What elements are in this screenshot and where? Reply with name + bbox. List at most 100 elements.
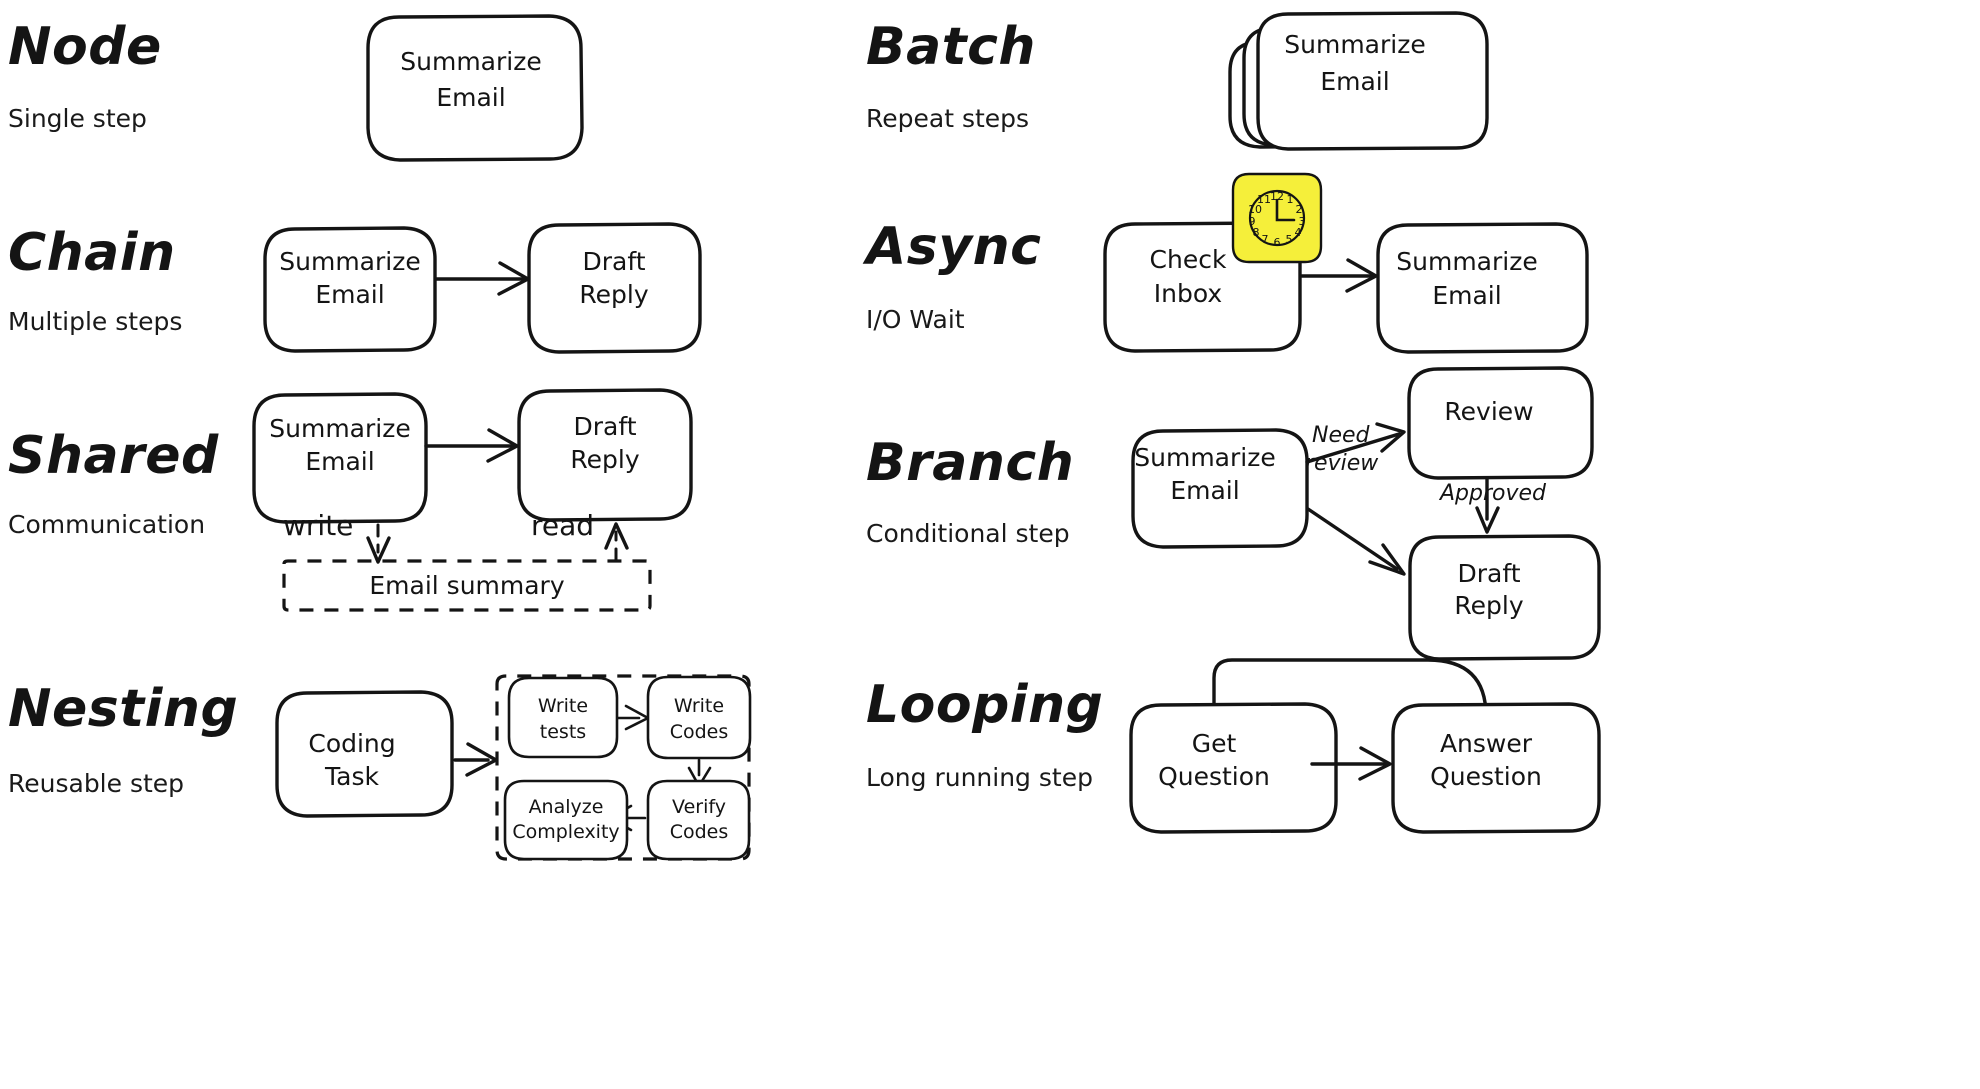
nesting-inner-write-tests[interactable]: Write tests [507,676,619,759]
clock-num-11: 11 [1257,193,1271,206]
shared-write-label: write [283,509,353,542]
clock-num-8: 8 [1253,226,1260,239]
section-title-shared: Shared [8,426,219,486]
section-title-async: Async [862,217,1041,277]
section-title-chain: Chain [8,223,176,283]
section-subtitle-chain: Multiple steps [8,307,182,336]
looping-node-answer-question[interactable]: Answer Question [1391,702,1601,834]
async-node1-line1: Check [1150,245,1227,274]
nesting-inner-arrow-1 [616,704,650,731]
branch-node-draft-reply[interactable]: Draft Reply [1408,534,1601,661]
nesting-flow-container: Write tests Write Codes Verify Codes [495,674,752,861]
chain-node1-line1: Summarize [279,247,420,276]
shared-store-label: Email summary [369,571,564,600]
branch-edge-approved: Approved [1438,477,1547,534]
looping-arrow [1310,746,1392,781]
nesting-node-line2: Task [324,762,379,791]
branch-node-summarize-email[interactable]: Summarize Email [1131,428,1309,549]
section-title-looping: Looping [866,675,1103,735]
clock-num-1: 1 [1287,193,1294,206]
async-node-summarize-email[interactable]: Summarize Email [1376,222,1589,354]
shared-arrow [424,428,519,463]
chain-node-draft-reply[interactable]: Draft Reply [527,222,702,354]
nesting-inner-analyze-complexity[interactable]: Analyze Complexity [503,779,629,861]
looping-node-get-question[interactable]: Get Question [1129,702,1338,834]
node-label-line1: Summarize [400,47,541,76]
clock-num-4: 4 [1295,226,1302,239]
section-subtitle-branch: Conditional step [866,519,1070,548]
branch-node1-line2: Email [1170,476,1239,505]
branch-node3-line1: Draft [1457,559,1520,588]
section-batch: Batch Repeat steps Summarize Email [866,11,1489,151]
node-box-summarize-email[interactable]: Summarize Email [366,14,584,162]
async-node2-line1: Summarize [1396,247,1537,276]
inner4-line1: Analyze [529,796,604,818]
section-title-batch: Batch [866,17,1036,77]
nesting-inner-write-codes[interactable]: Write Codes [646,675,752,760]
clock-icon: 12 1 2 3 4 5 6 7 8 9 10 11 [1231,172,1323,264]
batch-label-line1: Summarize [1284,30,1425,59]
chain-node2-line1: Draft [582,247,645,276]
shared-read-edge: read [531,509,629,562]
clock-num-5: 5 [1286,233,1293,246]
section-title-node: Node [8,17,162,77]
section-title-nesting: Nesting [8,679,238,739]
section-async: Async I/O Wait Check Inbox 12 1 2 3 4 5 … [862,172,1589,354]
chain-arrow [434,261,530,296]
batch-label-line2: Email [1320,67,1389,96]
node-label-line2: Email [436,83,505,112]
branch-edge-need-review: Need review [1305,422,1406,476]
branch-node-review[interactable]: Review [1407,366,1594,480]
async-node1-line2: Inbox [1154,279,1222,308]
shared-store-email-summary[interactable]: Email summary [282,559,652,612]
clock-num-9: 9 [1249,215,1256,228]
clock-num-12: 12 [1270,190,1284,203]
section-looping: Looping Long running step Get Question A… [866,658,1601,834]
section-nesting: Nesting Reusable step Coding Task Write … [8,674,752,861]
batch-stack[interactable]: Summarize Email [1228,11,1489,151]
branch-node2-line1: Review [1444,397,1533,426]
branch-label-review: review [1305,451,1379,476]
inner4-line2: Complexity [512,821,619,843]
looping-node1-line1: Get [1192,729,1237,758]
section-subtitle-shared: Communication [8,510,205,539]
branch-node1-line1: Summarize [1134,443,1275,472]
inner1-line1: Write [538,695,588,717]
clock-num-6: 6 [1274,236,1281,249]
branch-edge-direct [1306,507,1406,576]
nesting-inner-verify-codes[interactable]: Verify Codes [646,779,751,861]
chain-node2-line2: Reply [579,280,648,309]
shared-node-draft-reply[interactable]: Draft Reply [517,388,693,522]
section-subtitle-nesting: Reusable step [8,769,184,798]
nesting-node-coding-task[interactable]: Coding Task [275,690,454,818]
shared-node1-line1: Summarize [269,414,410,443]
async-arrow [1300,258,1378,293]
section-chain: Chain Multiple steps Summarize Email Dra… [8,222,702,354]
shared-node2-line1: Draft [573,412,636,441]
chain-node-summarize-email[interactable]: Summarize Email [263,226,437,353]
section-shared: Shared Communication Summarize Email Dra… [8,388,693,612]
branch-label-approved: Approved [1438,481,1547,506]
shared-read-label: read [531,509,594,542]
section-branch: Branch Conditional step Summarize Email … [866,366,1601,661]
shared-node-summarize-email[interactable]: Summarize Email [252,392,428,524]
clock-num-3: 3 [1299,215,1306,228]
section-subtitle-node: Single step [8,104,147,133]
inner2-line1: Write [674,695,724,717]
shared-node2-line2: Reply [570,445,639,474]
chain-node1-line2: Email [315,280,384,309]
section-subtitle-async: I/O Wait [866,305,965,334]
clock-num-2: 2 [1296,203,1303,216]
async-node2-line2: Email [1432,281,1501,310]
inner2-line2: Codes [670,721,729,743]
section-title-branch: Branch [866,433,1074,493]
section-subtitle-batch: Repeat steps [866,104,1029,133]
nesting-node-line1: Coding [308,729,395,758]
clock-num-7: 7 [1262,233,1269,246]
shared-write-edge: write [283,509,391,564]
section-subtitle-looping: Long running step [866,763,1093,792]
inner1-line2: tests [540,721,586,743]
shared-node1-line2: Email [305,447,374,476]
section-node: Node Single step Summarize Email [8,14,584,162]
